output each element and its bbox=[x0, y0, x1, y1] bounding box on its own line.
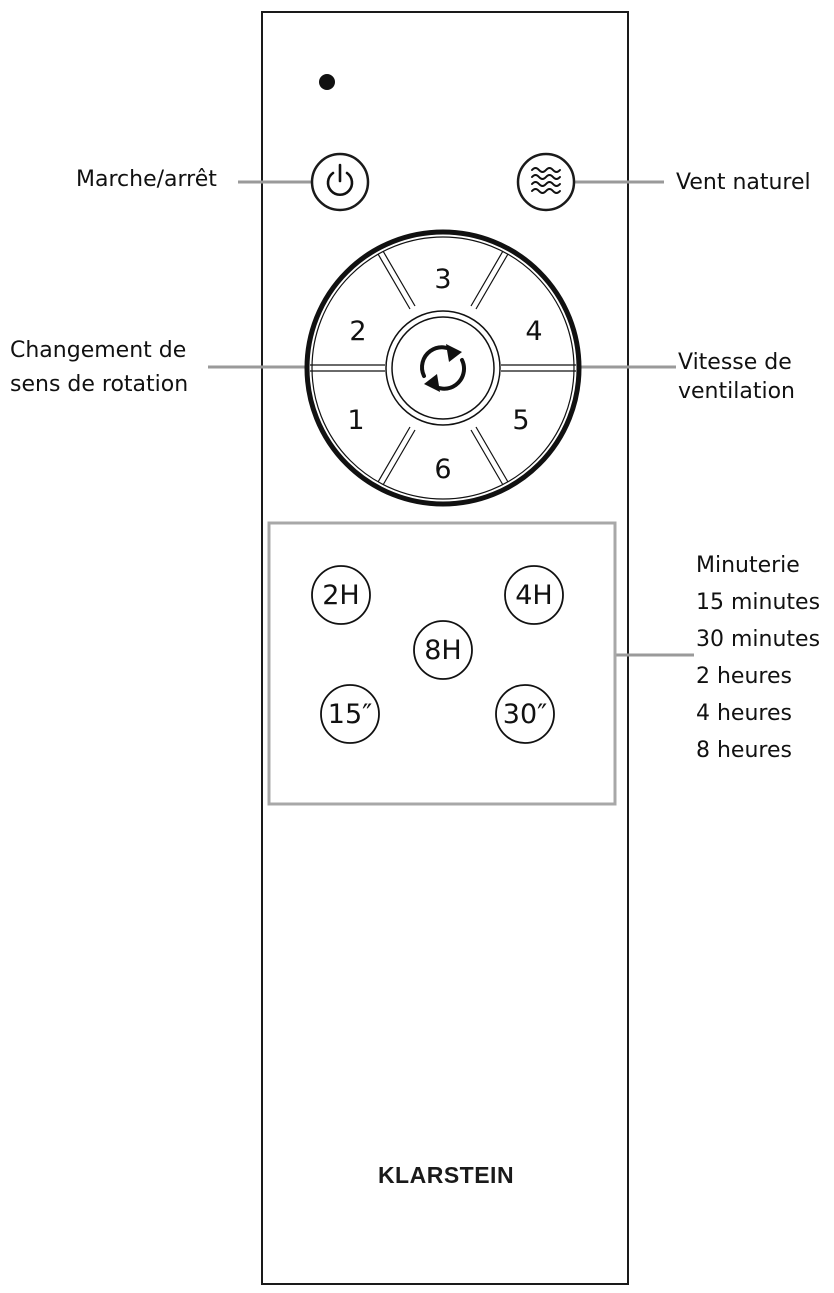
timer-legend-title: Minuterie bbox=[696, 553, 800, 578]
speed-button-4[interactable]: 4 bbox=[525, 316, 542, 347]
speed-button-6[interactable]: 6 bbox=[434, 454, 451, 485]
brand-logo: KLARSTEIN bbox=[377, 1162, 515, 1188]
wind-waves-icon bbox=[531, 167, 561, 194]
label-power: Marche/arrêt bbox=[76, 167, 217, 192]
svg-text:8H: 8H bbox=[424, 635, 461, 666]
natural-wind-button[interactable] bbox=[516, 152, 576, 212]
dial-dividers bbox=[310, 250, 576, 486]
label-rotation-line1: Changement de bbox=[10, 338, 187, 363]
timer-legend-item: 8 heures bbox=[696, 738, 792, 763]
label-natural-wind: Vent naturel bbox=[676, 170, 811, 195]
timer-legend: Minuterie 15 minutes 30 minutes 2 heures… bbox=[696, 549, 820, 768]
label-speed-line1: Vitesse de bbox=[678, 350, 792, 375]
timer-legend-item: 4 heures bbox=[696, 701, 792, 726]
svg-text:2H: 2H bbox=[322, 580, 359, 611]
speed-button-5[interactable]: 5 bbox=[512, 405, 529, 436]
power-button[interactable] bbox=[310, 152, 370, 212]
power-icon bbox=[326, 163, 354, 196]
timer-button-15min[interactable]: 15″ bbox=[320, 684, 380, 744]
speed-button-1[interactable]: 1 bbox=[347, 405, 364, 436]
timer-legend-item: 15 minutes bbox=[696, 590, 821, 615]
rotate-arrowhead-top bbox=[446, 344, 462, 362]
label-rotation-line2: sens de rotation bbox=[10, 372, 189, 397]
timer-legend-item: 2 heures bbox=[696, 664, 792, 689]
rotate-arrowhead-bottom bbox=[424, 374, 440, 392]
rotation-button[interactable] bbox=[385, 310, 501, 426]
speed-button-3[interactable]: 3 bbox=[434, 264, 451, 295]
ir-led bbox=[319, 74, 335, 90]
speed-button-2[interactable]: 2 bbox=[349, 316, 366, 347]
timer-button-8h[interactable]: 8H bbox=[413, 620, 473, 680]
svg-text:15″: 15″ bbox=[328, 699, 372, 730]
timer-legend-item: 30 minutes bbox=[696, 627, 821, 652]
timer-button-2h[interactable]: 2H bbox=[311, 565, 371, 625]
svg-text:4H: 4H bbox=[515, 580, 552, 611]
svg-text:30″: 30″ bbox=[503, 699, 547, 730]
timer-button-30min[interactable]: 30″ bbox=[495, 684, 555, 744]
timer-button-4h[interactable]: 4H bbox=[504, 565, 564, 625]
label-speed-line2: ventilation bbox=[678, 379, 795, 404]
